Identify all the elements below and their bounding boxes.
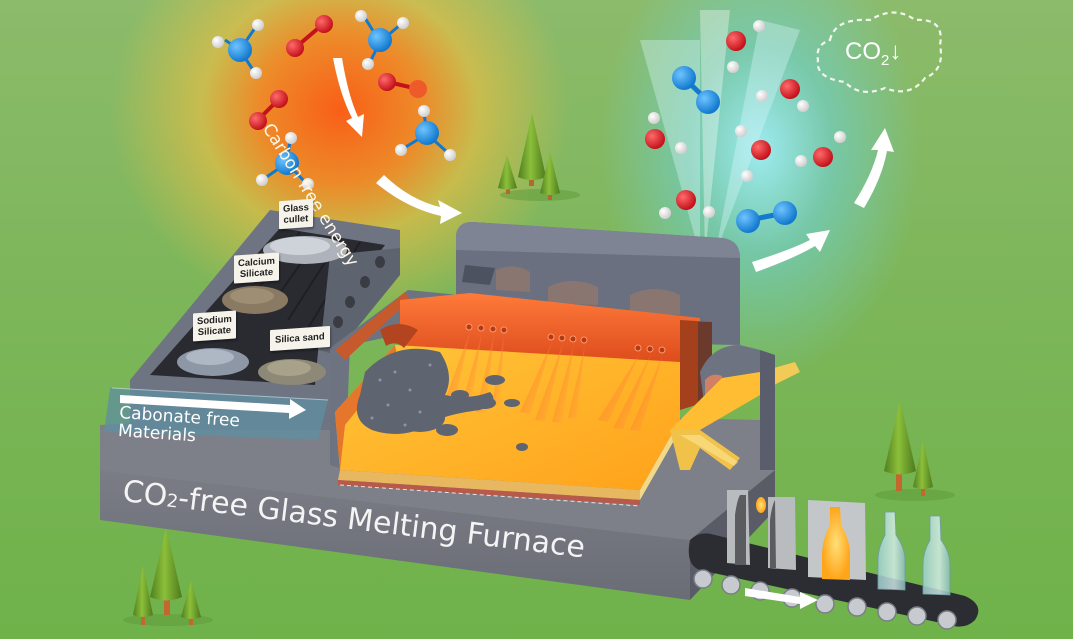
tree-group-bottom-left — [123, 527, 213, 626]
sign-silica-sand: Silica sand — [270, 325, 330, 352]
oxygen-molecule-icon — [378, 73, 427, 98]
sign-glass-cullet: Glass cullet — [279, 198, 313, 230]
sign-sodium-silicate: Sodium Silicate — [193, 310, 236, 342]
carbonate-free-panel — [104, 387, 329, 440]
furnace-body — [330, 222, 800, 507]
water-molecule-icon — [726, 20, 765, 73]
water-molecule-icon — [795, 131, 846, 167]
water-molecule-icon — [735, 125, 771, 182]
bottle-conveyor — [688, 490, 979, 630]
burner-flames — [445, 332, 663, 431]
tree-group-right — [875, 400, 955, 501]
ammonia-molecule-icon — [395, 105, 456, 161]
sign-calcium-silicate: Calcium Silicate — [234, 252, 279, 284]
energy-flow-arrows — [333, 58, 462, 224]
oxygen-molecule-icon — [286, 15, 333, 57]
glowing-bottle — [822, 507, 850, 580]
finished-bottle-2 — [922, 515, 951, 596]
co2-subscript: 2 — [881, 51, 890, 69]
batch-blanket — [356, 348, 528, 451]
ammonia-molecule-icon — [355, 10, 409, 70]
nitrogen-molecule-icon — [672, 66, 720, 114]
finished-bottle-1 — [877, 511, 906, 591]
material-piles — [177, 236, 347, 385]
water-molecule-icon — [756, 79, 809, 112]
ammonia-molecule-icon — [256, 132, 314, 190]
nitrogen-molecule-icon — [736, 201, 797, 233]
water-molecule-icon — [659, 190, 715, 219]
materials-label: Cabonate free Materials — [117, 403, 240, 448]
oxygen-molecule-icon — [249, 90, 288, 130]
input-molecules — [212, 10, 456, 190]
exhaust-flow-arrows — [752, 128, 894, 272]
output-molecules — [645, 20, 846, 233]
down-arrow-icon: ↓ — [889, 38, 902, 65]
co2-cloud-outline — [816, 11, 943, 93]
tree-group-top — [498, 113, 580, 201]
ammonia-molecule-icon — [212, 19, 264, 79]
co2-text: CO — [845, 38, 881, 65]
water-molecule-icon — [645, 112, 687, 154]
co2-reduced-badge: CO2↓ — [845, 38, 901, 69]
